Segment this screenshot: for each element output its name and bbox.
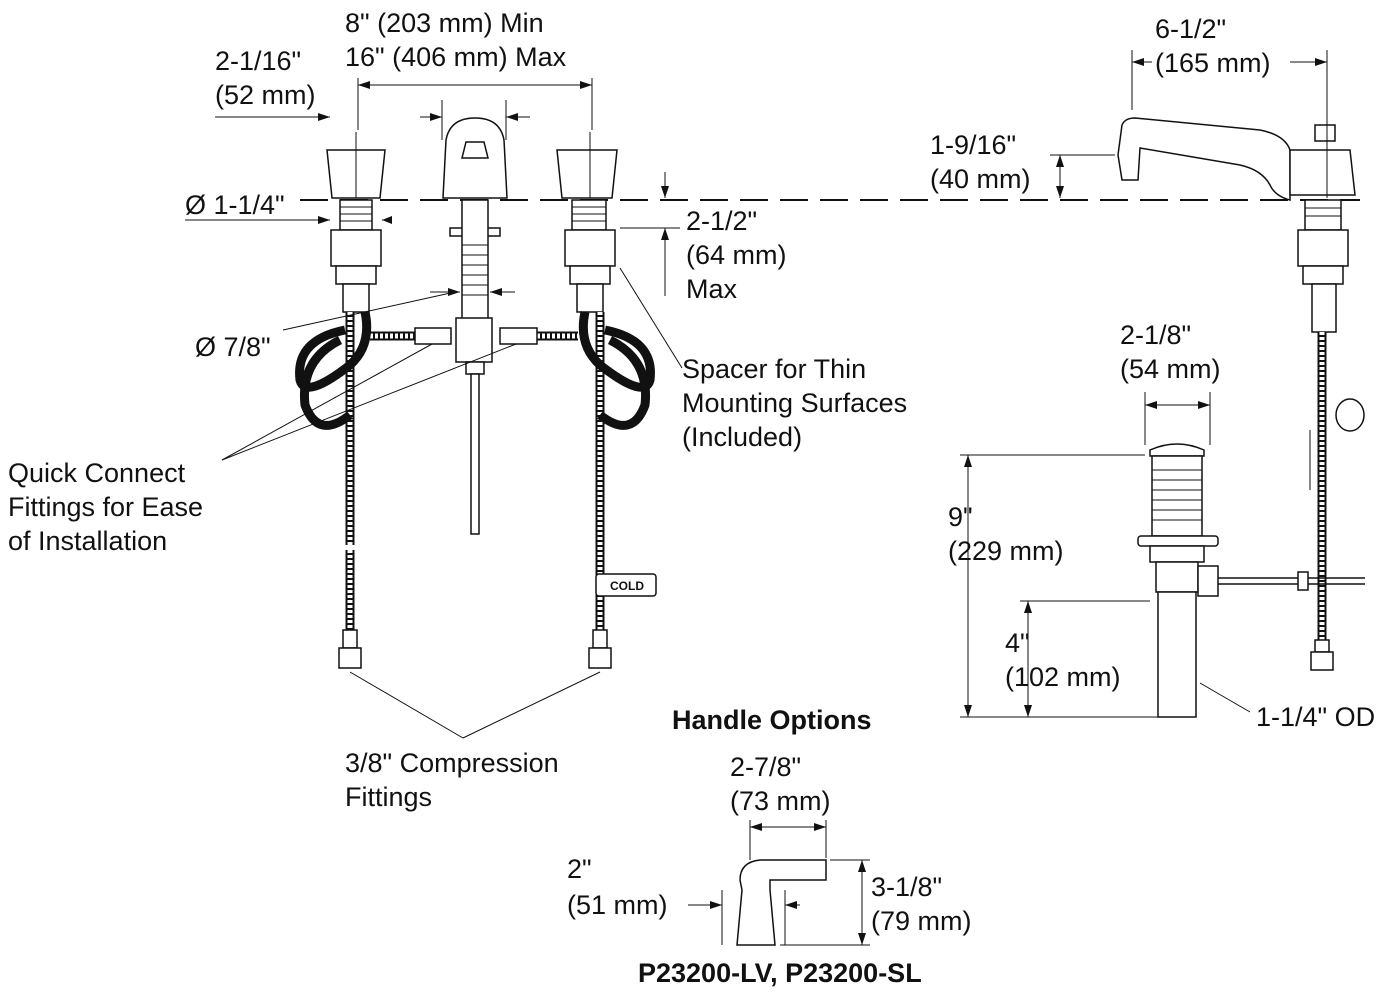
lever-width-in-label: 2-7/8" [730, 752, 801, 782]
reach-mm-label: (165 mm) [1155, 48, 1271, 78]
cross-hoses [370, 327, 578, 345]
mount-depth-max-label: Max [686, 274, 738, 304]
quick-connect-label-3: of Installation [8, 526, 167, 556]
spacer-label-2: Mounting Surfaces [682, 388, 907, 418]
spacer-label-3: (Included) [682, 422, 802, 452]
lever-base-mm-label: (51 mm) [567, 890, 668, 920]
spacer-label-1: Spacer for Thin [682, 354, 866, 384]
lever-base-in-label: 2" [567, 854, 592, 884]
drain-len-in-label: 9" [948, 502, 973, 532]
reach-in-label: 6-1/2" [1155, 14, 1226, 44]
quick-connect-label-1: Quick Connect [8, 458, 186, 488]
cold-tag-label: COLD [610, 579, 644, 593]
compression-label-1: 3/8" Compression [345, 748, 559, 778]
lever-handle-option [688, 820, 870, 946]
spout-height-in-label: 1-9/16" [930, 130, 1016, 160]
drain-width-in-label: 2-1/8" [1120, 320, 1191, 350]
quick-connect-label-2: Fittings for Ease [8, 492, 203, 522]
drain-width-mm-label: (54 mm) [1120, 354, 1221, 384]
left-supply-hoses [295, 311, 372, 669]
lever-width-mm-label: (73 mm) [730, 786, 831, 816]
lever-height-in-label: 3-1/8" [871, 872, 942, 902]
right-handle-assembly [556, 132, 618, 313]
center-max-label: 16" (406 mm) Max [345, 42, 567, 72]
handle-width-in-label: 2-1/16" [215, 46, 301, 76]
mount-depth-in-label: 2-1/2" [686, 206, 757, 236]
side-view-faucet [1117, 100, 1365, 671]
cold-tag [595, 573, 657, 597]
tail-mm-label: (102 mm) [1005, 662, 1121, 692]
models-label: P23200-LV, P23200-SL [638, 958, 922, 988]
spout-assembly [442, 117, 508, 535]
lever-height-mm-label: (79 mm) [871, 906, 972, 936]
side-dimensions [960, 50, 1328, 718]
drain-len-mm-label: (229 mm) [948, 536, 1064, 566]
tail-od-label: 1-1/4" OD [1256, 702, 1375, 732]
tail-in-label: 4" [1005, 628, 1030, 658]
handle-options-title: Handle Options [672, 705, 872, 735]
spout-hole-dia-label: Ø 7/8" [195, 332, 271, 362]
mount-depth-mm-label: (64 mm) [686, 240, 787, 270]
front-dimensions [185, 78, 683, 739]
handle-width-mm-label: (52 mm) [215, 80, 316, 110]
left-handle-assembly [326, 132, 386, 313]
spout-height-mm-label: (40 mm) [930, 164, 1031, 194]
handle-dia-label: Ø 1-1/4" [185, 190, 285, 220]
pop-up-drain [1137, 443, 1365, 718]
center-min-label: 8" (203 mm) Min [345, 8, 544, 38]
right-supply-hoses: COLD [578, 311, 657, 669]
compression-label-2: Fittings [345, 782, 432, 812]
